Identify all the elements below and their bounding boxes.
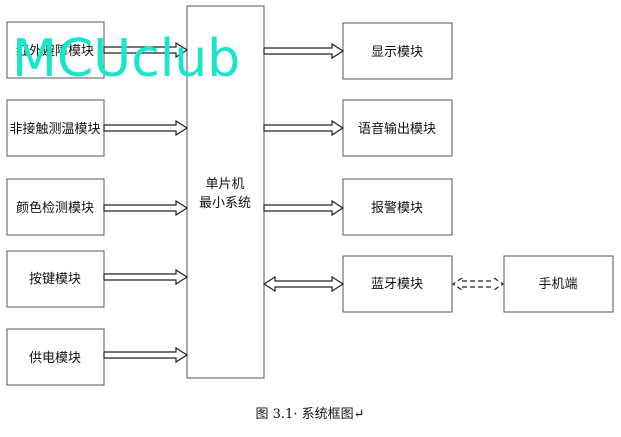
- left-module-label: 非接触测温模块: [9, 121, 100, 137]
- right-module-label: 语音输出模块: [358, 121, 436, 137]
- watermark-logo: MCUclub: [12, 29, 240, 89]
- right-module-label: 报警模块: [371, 200, 423, 216]
- arrow-right-1: [263, 42, 345, 60]
- phone-label: 手机端: [538, 277, 577, 292]
- mcu-label-line1: 单片机: [205, 177, 244, 192]
- arrow-right-2: [263, 119, 345, 137]
- arrow-left-4: [103, 268, 189, 286]
- arrow-left-3: [103, 199, 189, 217]
- arrow-right-3: [263, 199, 345, 217]
- left-module-box-5: [6, 328, 105, 386]
- left-module-label: 供电模块: [29, 351, 81, 366]
- left-module-box-1: [6, 21, 105, 79]
- dashed-arrow-bluetooth-phone: [451, 277, 505, 291]
- right-module-box-1: [342, 22, 453, 80]
- mcu-box: [186, 5, 265, 379]
- right-module-box-3: [342, 178, 453, 236]
- arrow-left-2: [103, 119, 189, 137]
- mcu-label-line2: 最小系统: [199, 196, 251, 211]
- left-module-box-2: [6, 99, 105, 157]
- right-module-label: 蓝牙模块: [371, 277, 423, 292]
- figure-caption: 图 3.1· 系统框图↵: [256, 407, 365, 422]
- arrow-left-1: [103, 41, 189, 59]
- left-module-box-4: [6, 250, 105, 308]
- left-module-label: 颜色检测模块: [16, 200, 94, 216]
- left-module-label: 红外避障模块: [16, 43, 94, 59]
- phone-box: [503, 255, 614, 313]
- left-module-label: 按键模块: [29, 272, 81, 287]
- right-module-box-4: [342, 255, 453, 313]
- right-module-label: 显示模块: [371, 45, 423, 60]
- arrow-left-5: [103, 346, 189, 364]
- left-module-box-3: [6, 178, 105, 236]
- right-module-box-2: [342, 99, 453, 157]
- arrow-bidirectional-bluetooth: [262, 275, 345, 293]
